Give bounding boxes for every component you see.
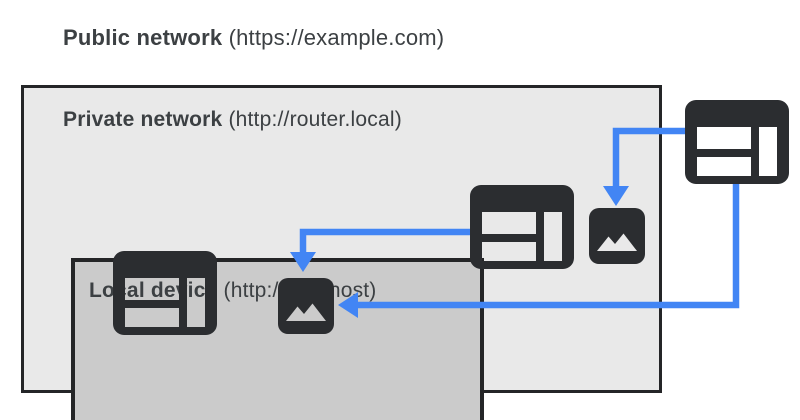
browser-window-icon: [685, 100, 789, 184]
public-network-name: Public network: [63, 25, 223, 50]
image-icon: [278, 278, 334, 334]
arrow-public-browser-to-local-image: [338, 184, 740, 318]
private-network-label: Private network (http://router.local): [63, 108, 402, 132]
public-network-label: Public network (https://example.com): [63, 25, 444, 51]
browser-window-icon: [470, 185, 574, 269]
browser-window-icon: [113, 251, 217, 335]
arrow-middle-browser-to-local-image: [290, 228, 470, 272]
image-icon: [589, 208, 645, 264]
local-device-box: Local device (http://localhost): [71, 258, 484, 420]
public-network-url: (https://example.com): [222, 25, 445, 50]
private-network-url: (http://router.local): [222, 108, 402, 131]
arrow-public-browser-to-middle-image: [603, 127, 685, 206]
private-network-box: Private network (http://router.local) Lo…: [21, 85, 662, 420]
private-network-name: Private network: [63, 108, 223, 131]
